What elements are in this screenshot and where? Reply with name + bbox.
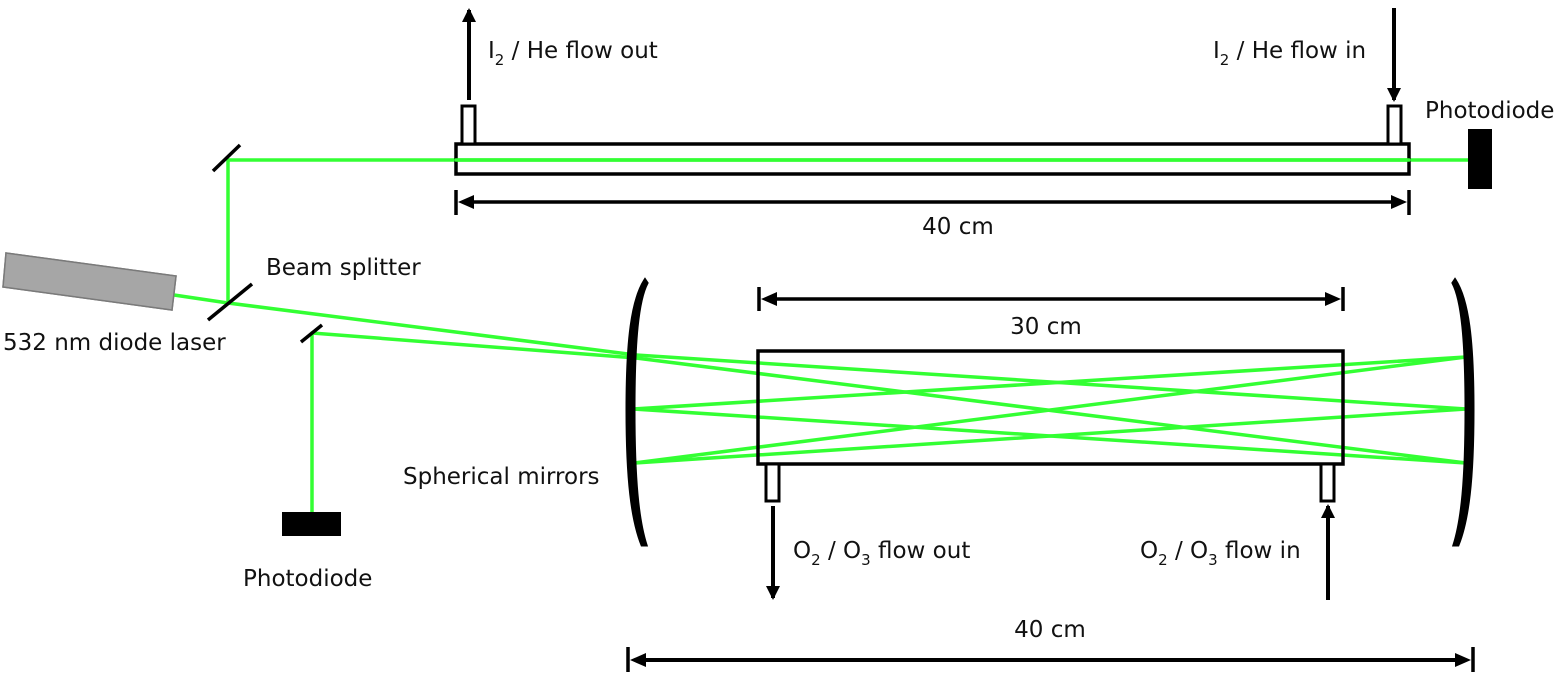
i2-flow-out-label: I2 / He flow out	[488, 38, 658, 69]
beam-laser-to-splitter	[172, 293, 230, 305]
beam-multipass	[632, 355, 1468, 465]
photodiode-bottom-label: Photodiode	[243, 566, 372, 592]
beam-splitter-label: Beam splitter	[266, 255, 421, 281]
o3-inlet-port	[1319, 462, 1336, 503]
o3-flow-out-label: O2 / O3 flow out	[793, 538, 970, 569]
photodiode-top-label: Photodiode	[1425, 98, 1554, 124]
photodiode-bottom	[282, 512, 341, 536]
mirror-separation-label: 40 cm	[1014, 617, 1086, 643]
laser-beams	[172, 158, 1470, 516]
laser	[2, 252, 177, 311]
bottom-cell-length-label: 30 cm	[1010, 314, 1082, 340]
i2-cell	[454, 104, 1411, 176]
i2-flow-in-label: I2 / He flow in	[1213, 38, 1366, 69]
spherical-mirrors-label: Spherical mirrors	[403, 464, 600, 490]
i2-inlet-port	[1386, 104, 1403, 146]
top-dimension-line	[454, 190, 1411, 215]
reference-steering-mirror	[299, 323, 324, 344]
spherical-mirror-right	[1451, 277, 1475, 547]
top-cell-length-label: 40 cm	[922, 214, 994, 240]
o3-cell	[756, 349, 1345, 503]
top-steering-mirror	[211, 143, 242, 173]
bottom-dimension-line	[626, 647, 1475, 672]
middle-dimension-line	[757, 287, 1345, 311]
beam-cavity-to-reference-mirror	[310, 331, 638, 360]
laser-label: 532 nm diode laser	[3, 330, 226, 356]
photodiode-top	[1468, 129, 1492, 189]
i2-outlet-port	[460, 104, 477, 146]
beam-splitter-to-cavity	[226, 301, 638, 357]
spherical-mirror-left	[625, 277, 649, 547]
beam-multipass	[632, 407, 1468, 465]
o3-flow-in-label: O2 / O3 flow in	[1140, 538, 1301, 569]
o3-cell-body	[756, 349, 1345, 466]
beam-splitter	[206, 282, 254, 322]
o3-outlet-port	[764, 462, 781, 503]
beam-multipass	[632, 355, 1468, 411]
